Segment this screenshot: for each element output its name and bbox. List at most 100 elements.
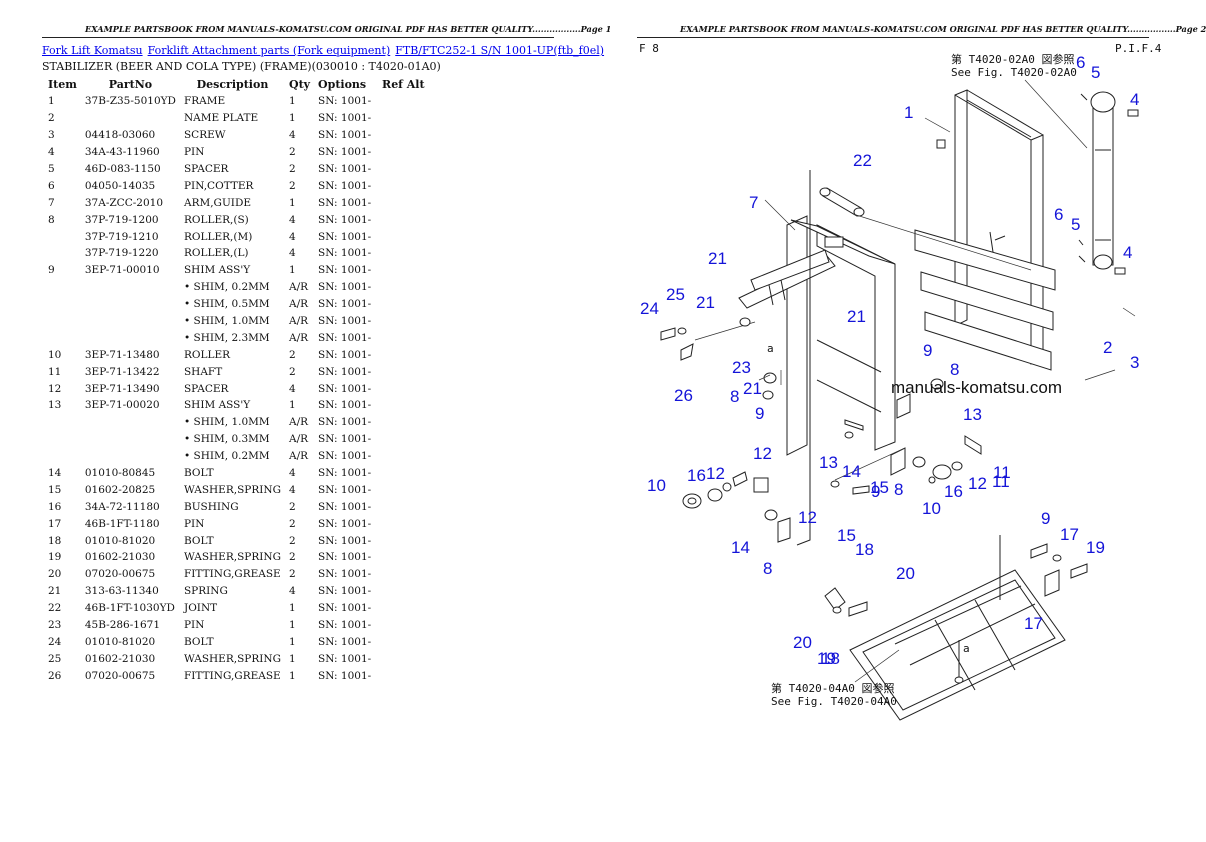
cell-ref-alt xyxy=(378,279,429,296)
cell-description: PIN,COTTER xyxy=(183,179,254,192)
callout-a: a xyxy=(963,642,970,655)
breadcrumb: Fork Lift Komatsu Forklift Attachment par… xyxy=(42,44,609,57)
leader-lines xyxy=(758,117,1136,481)
cell-description: SCREW xyxy=(183,129,226,142)
callout-number: 8 xyxy=(894,480,903,499)
cell-item xyxy=(44,228,81,245)
watermark: manuals-komatsu.com xyxy=(891,378,1062,397)
cylinder-drawing xyxy=(1078,91,1139,275)
cell-partno xyxy=(81,329,180,346)
cell-partno: 37A-ZCC-2010 xyxy=(84,196,163,209)
callout-number: 12 xyxy=(968,474,987,493)
cell-ref-alt xyxy=(378,448,429,465)
cell-description: NAME PLATE xyxy=(183,112,259,125)
cell-ref-alt xyxy=(378,617,429,634)
cell-options: SN: 1001- xyxy=(318,534,372,547)
callout-number: 22 xyxy=(853,151,872,170)
cell-item: 19 xyxy=(48,551,62,564)
cell-ref-alt xyxy=(378,549,429,566)
cell-item: 13 xyxy=(48,399,62,412)
cell-description: ROLLER,(M) xyxy=(183,230,253,243)
parts-table: Item PartNo Description Qty Options Ref … xyxy=(44,76,429,684)
callout-number: 20 xyxy=(896,564,915,583)
cell-description: SPRING xyxy=(183,585,228,598)
cell-ref-alt xyxy=(378,532,429,549)
cell-item: 22 xyxy=(48,602,62,615)
cell-ref-alt xyxy=(378,431,429,448)
cell-description: • SHIM, 0.5MM xyxy=(183,298,270,311)
cell-partno: 37P-719-1220 xyxy=(84,247,159,260)
cell-partno: 01010-81020 xyxy=(84,534,156,547)
callout-number: 14 xyxy=(842,462,861,481)
column-header-partno: PartNo xyxy=(108,78,153,91)
cell-item: 7 xyxy=(48,196,55,209)
cell-description: PIN xyxy=(183,619,205,632)
cell-options: SN: 1001- xyxy=(318,112,372,125)
callout-number: 10 xyxy=(922,499,941,518)
cell-ref-alt xyxy=(378,481,429,498)
cell-description: • SHIM, 0.3MM xyxy=(183,433,270,446)
breadcrumb-link-fork-lift[interactable]: Fork Lift Komatsu xyxy=(42,44,143,57)
breadcrumb-link-model[interactable]: FTB/FTC252-1 S/N 1001-UP(ftb_f0el) xyxy=(395,44,605,57)
cell-ref-alt xyxy=(378,296,429,313)
cell-qty: A/R xyxy=(288,281,309,294)
cell-partno: 46D-083-1150 xyxy=(84,163,161,175)
cell-description: • SHIM, 2.3MM xyxy=(183,331,270,344)
callout-number: 18 xyxy=(855,540,874,559)
cell-item: 2 xyxy=(48,112,55,125)
base-plate-drawing xyxy=(824,535,1088,721)
callout-number: 15 xyxy=(837,526,856,545)
cell-ref-alt xyxy=(378,363,429,380)
cell-options: SN: 1001- xyxy=(318,298,372,311)
cell-description: BOLT xyxy=(183,635,214,648)
cell-partno: 37P-719-1210 xyxy=(84,230,159,243)
cell-item: 16 xyxy=(48,500,62,513)
cell-ref-alt xyxy=(378,667,429,684)
cell-options: SN: 1001- xyxy=(318,281,372,294)
parts-list-page: EXAMPLE PARTSBOOK FROM MANUALS-KOMATSU.C… xyxy=(0,0,611,842)
corner-mark-right: P.I.F.4 xyxy=(1115,42,1162,55)
page-header: EXAMPLE PARTSBOOK FROM MANUALS-KOMATSU.C… xyxy=(85,24,612,34)
exploded-parts-diagram: F 8 P.I.F.4 第 T4020-02A0 図参照 See Fig. T4… xyxy=(595,40,1190,740)
cell-options: SN: 1001- xyxy=(318,247,372,260)
cell-ref-alt xyxy=(378,228,429,245)
cell-qty: 1 xyxy=(288,399,296,412)
reference-note-bottom-line2: See Fig. T4020-04A0 xyxy=(771,695,897,708)
callout-number: 13 xyxy=(819,453,838,472)
cell-options: SN: 1001- xyxy=(318,652,372,665)
cell-item xyxy=(44,313,81,330)
cell-description: • SHIM, 1.0MM xyxy=(183,416,270,429)
callout-number: 21 xyxy=(743,379,762,398)
section-title: STABILIZER (BEER AND COLA TYPE) (FRAME)(… xyxy=(42,60,441,73)
callout-number: 21 xyxy=(696,293,715,312)
cell-description: FITTING,GREASE xyxy=(183,669,281,682)
cell-qty: 2 xyxy=(288,500,296,513)
cell-options: SN: 1001- xyxy=(318,179,372,192)
callout-number: 23 xyxy=(732,358,751,377)
cell-qty: 4 xyxy=(288,483,296,496)
cell-ref-alt xyxy=(378,161,429,178)
cell-ref-alt xyxy=(378,465,429,482)
cell-item xyxy=(44,279,81,296)
callout-number: 19 xyxy=(1086,538,1105,557)
cell-description: WASHER,SPRING xyxy=(183,483,281,496)
column-header-item: Item xyxy=(48,78,77,91)
cell-partno: 46B-1FT-1180 xyxy=(84,517,160,530)
callout-number: 12 xyxy=(798,508,817,527)
cell-ref-alt xyxy=(378,380,429,397)
cell-qty: A/R xyxy=(288,450,309,463)
cell-item: 23 xyxy=(48,619,62,632)
cell-options: SN: 1001- xyxy=(318,669,372,682)
callout-number: 6 xyxy=(1076,53,1085,72)
breadcrumb-link-attachment-parts[interactable]: Forklift Attachment parts (Fork equipmen… xyxy=(147,44,391,57)
cell-item: 6 xyxy=(48,179,55,192)
cell-partno: 01602-20825 xyxy=(84,483,156,496)
callout-number: 5 xyxy=(1071,215,1080,234)
